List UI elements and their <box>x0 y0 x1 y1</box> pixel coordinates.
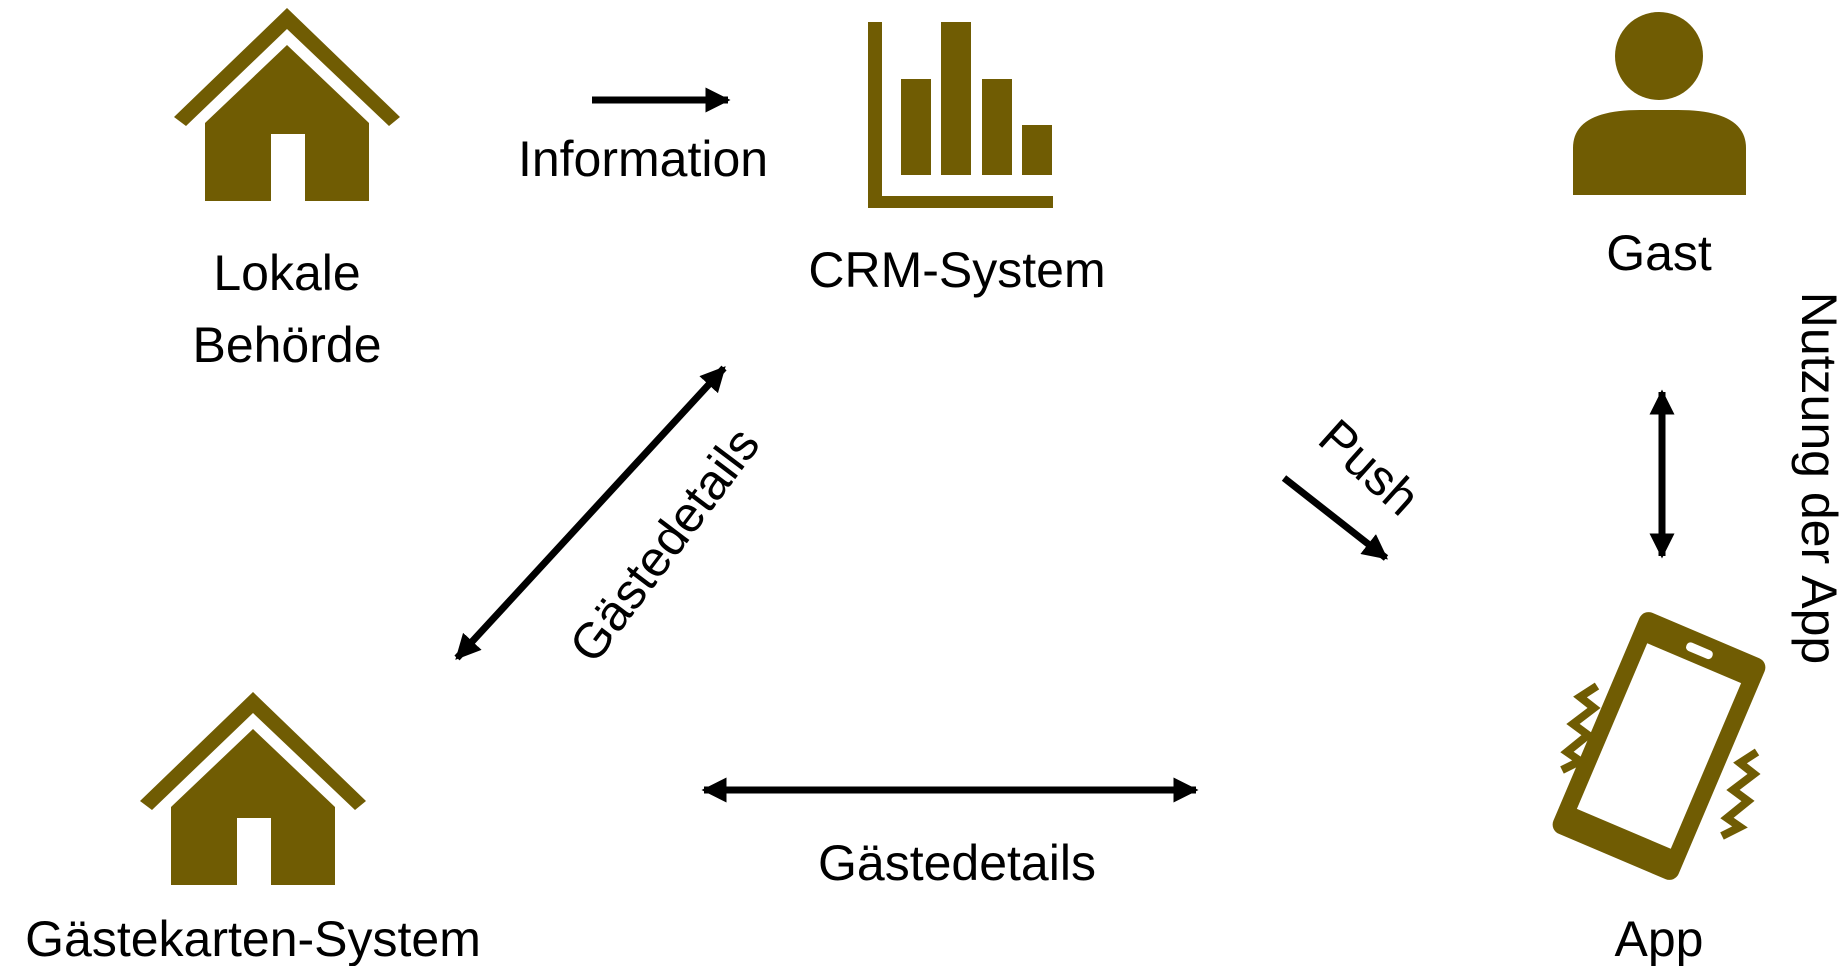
bar-chart-icon <box>868 22 1053 208</box>
guestcard-node: Gästekarten-System <box>25 692 481 966</box>
gaestedetails-horizontal-edge: Gästedetails <box>701 777 1199 891</box>
guest-node: Gast <box>1573 12 1746 281</box>
app-label: App <box>1615 911 1704 966</box>
nutzung-edge: Nutzung der App <box>1649 292 1846 665</box>
local-authority-label-line1: Lokale <box>213 245 360 301</box>
crm-node: CRM-System <box>808 22 1106 298</box>
information-label: Information <box>518 131 768 187</box>
guest-label: Gast <box>1606 225 1712 281</box>
app-node: App <box>1552 612 1766 966</box>
push-edge: Push <box>1281 408 1430 561</box>
vibrating-phone-icon <box>1552 612 1766 880</box>
house-icon <box>140 692 366 885</box>
push-arrow <box>1281 475 1389 561</box>
house-icon <box>174 8 400 201</box>
gaestedetails-diagonal-arrow <box>454 365 727 661</box>
guestcard-label: Gästekarten-System <box>25 911 481 966</box>
nutzung-label: Nutzung der App <box>1791 292 1846 665</box>
gaestedetails-diagonal-edge: Gästedetails <box>454 365 770 673</box>
crm-label: CRM-System <box>808 242 1105 298</box>
person-icon <box>1573 12 1746 195</box>
information-edge: Information <box>518 87 768 187</box>
local-authority-label-line2: Behörde <box>192 317 381 373</box>
gaestedetails-diagonal-label: Gästedetails <box>558 417 770 673</box>
local-authority-node: Lokale Behörde <box>174 8 400 373</box>
gaestedetails-horizontal-label: Gästedetails <box>818 835 1096 891</box>
